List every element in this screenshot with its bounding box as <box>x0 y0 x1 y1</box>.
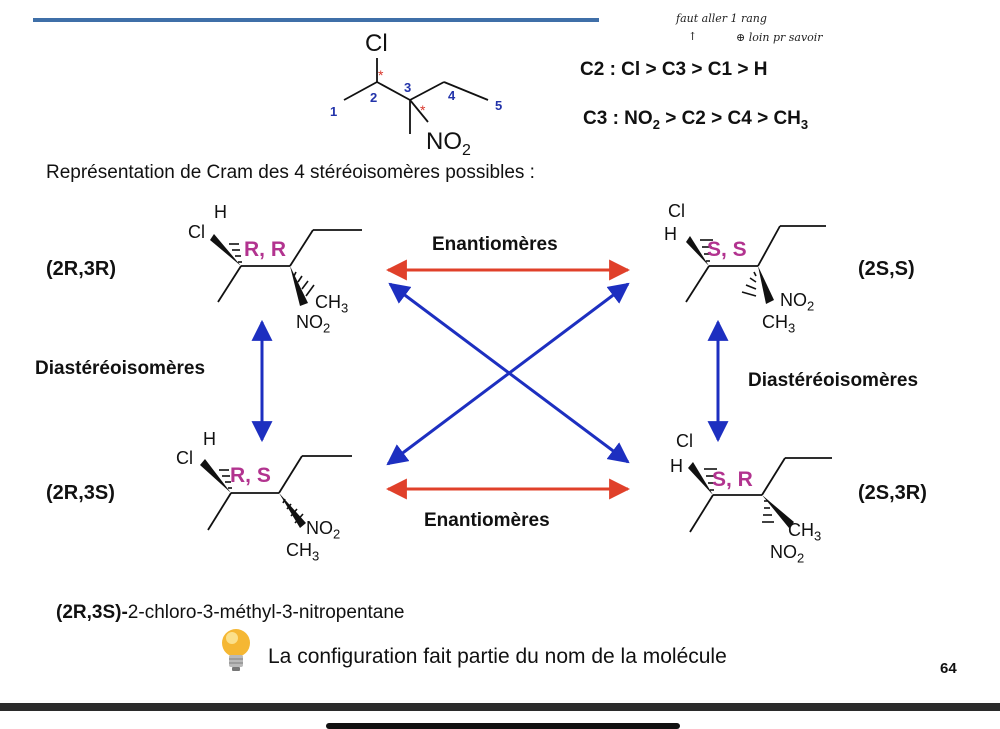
ss-no2: NO2 <box>780 290 815 314</box>
rs-h: H <box>203 429 216 449</box>
rr-config: R, R <box>244 238 286 261</box>
top-num-5: 5 <box>495 98 503 113</box>
top-molecule-skeleton <box>343 58 489 134</box>
diastereo-label-right: Diastéréoisomères <box>748 370 919 391</box>
enantiomers-label-top: Enantiomères <box>432 234 558 255</box>
ss-config: S, S <box>707 238 747 261</box>
cram-ss-skeleton <box>685 225 826 303</box>
cross-arrow-2 <box>386 282 630 466</box>
sr-no2: NO2 <box>770 542 805 566</box>
rr-h: H <box>214 202 227 222</box>
handwritten-note-2: ⊕ loin pr savoir <box>736 31 823 44</box>
top-num-3: 3 <box>404 80 412 95</box>
handwritten-note-1: faut aller 1 rang <box>676 12 767 25</box>
rs-no2: NO2 <box>306 518 341 542</box>
page-number: 64 <box>940 660 957 677</box>
cram-rr-skeleton <box>217 229 362 303</box>
ss-h: H <box>664 224 677 244</box>
top-cl: Cl <box>365 30 388 57</box>
cram-hashes <box>219 239 774 524</box>
header-rule <box>33 18 599 22</box>
intro-text: Représentation de Cram des 4 stéréoisomè… <box>46 162 535 183</box>
rule-c3: C3 : NO2 > C2 > C4 > CH3 <box>583 108 809 132</box>
diastereo-label-left: Diastéréoisomères <box>35 358 206 379</box>
ss-cl: Cl <box>668 201 685 221</box>
lightbulb-icon <box>222 629 250 671</box>
tip-text: La configuration fait partie du nom de l… <box>268 645 727 668</box>
rr-ch3: CH3 <box>315 292 349 316</box>
rr-no2: NO2 <box>296 312 331 336</box>
molecule-name: (2R,3S)-2-chloro-3-méthyl-3-nitropentane <box>56 602 405 623</box>
top-num-4: 4 <box>448 88 456 103</box>
rs-config: R, S <box>230 464 271 487</box>
cram-sr-skeleton <box>689 457 832 533</box>
top-num-1: 1 <box>330 104 338 119</box>
rr-cl: Cl <box>188 222 205 242</box>
sr-cl: Cl <box>676 431 693 451</box>
top-star-c3: * <box>420 102 426 118</box>
ss-ch3: CH3 <box>762 312 796 336</box>
rs-ch3: CH3 <box>286 540 320 564</box>
top-num-2: 2 <box>370 90 378 105</box>
home-indicator[interactable] <box>326 723 680 729</box>
label-2s-s: (2S,S) <box>858 258 915 280</box>
label-2s3r: (2S,3R) <box>858 482 927 504</box>
label-2r3s: (2R,3S) <box>46 482 115 504</box>
bottom-bar <box>0 703 1000 711</box>
sr-ch3: CH3 <box>788 520 822 544</box>
sr-config: S, R <box>712 468 753 491</box>
enantiomers-label-bottom: Enantiomères <box>424 510 550 531</box>
rs-cl: Cl <box>176 448 193 468</box>
top-no2: NO2 <box>426 128 471 159</box>
cram-wedges <box>200 234 794 528</box>
label-2r3r: (2R,3R) <box>46 258 117 280</box>
cram-rs-wedge-ch3 <box>279 493 306 528</box>
rule-c2: C2 : Cl > C3 > C1 > H <box>580 59 768 80</box>
sr-h: H <box>670 456 683 476</box>
cram-rs-skeleton <box>207 455 352 531</box>
handwritten-arrow: ↑ <box>688 30 698 43</box>
top-star-c2: * <box>378 67 384 83</box>
